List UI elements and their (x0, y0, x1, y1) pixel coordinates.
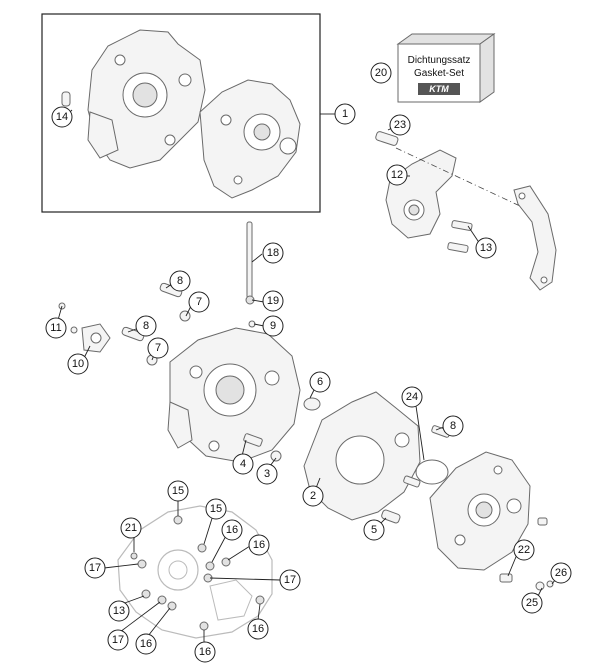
crankcase-gasket (303, 391, 421, 521)
callout-label: 1 (342, 108, 348, 120)
gasket-set-label-en: Gasket-Set (414, 68, 464, 79)
callout-20: 20 (370, 62, 392, 84)
callout-label: 18 (267, 247, 279, 259)
callout-7a: 7 (188, 291, 210, 313)
sensor-housing-group (375, 131, 557, 291)
gasket-set-box: Dichtungssatz Gasket-Set KTM (396, 33, 496, 103)
callout-4: 4 (232, 453, 254, 475)
callout-16e: 16 (247, 618, 269, 640)
callout-label: 17 (112, 634, 124, 646)
callout-1: 1 (334, 103, 356, 125)
callout-25: 25 (521, 592, 543, 614)
callout-label: 17 (284, 574, 296, 586)
callout-label: 16 (140, 638, 152, 650)
callout-label: 8 (450, 420, 456, 432)
callout-8c: 8 (442, 415, 464, 437)
callout-23: 23 (389, 114, 411, 136)
callout-label: 20 (375, 67, 387, 79)
ktm-logo: KTM (429, 84, 449, 94)
callout-3: 3 (256, 463, 278, 485)
callout-label: 8 (143, 320, 149, 332)
callout-18: 18 (262, 242, 284, 264)
callout-label: 12 (391, 169, 403, 181)
callout-7b: 7 (147, 337, 169, 359)
callout-label: 16 (252, 623, 264, 635)
callout-label: 10 (72, 358, 84, 370)
callout-label: 14 (56, 111, 68, 123)
callout-8b: 8 (135, 315, 157, 337)
callout-16d: 16 (194, 641, 216, 663)
callout-label: 21 (125, 522, 137, 534)
callout-label: 15 (210, 503, 222, 515)
callout-label: 22 (518, 544, 530, 556)
callout-label: 3 (264, 468, 270, 480)
callout-17a: 17 (84, 557, 106, 579)
callout-label: 2 (310, 490, 316, 502)
callout-17b: 17 (279, 569, 301, 591)
callout-14: 14 (51, 106, 73, 128)
callout-13a: 13 (475, 237, 497, 259)
callout-13b: 13 (108, 600, 130, 622)
callout-label: 6 (317, 376, 323, 388)
callout-16c: 16 (135, 633, 157, 655)
callout-label: 17 (89, 562, 101, 574)
callout-label: 7 (155, 342, 161, 354)
callout-label: 7 (196, 296, 202, 308)
callout-19: 19 (262, 290, 284, 312)
callout-label: 16 (253, 539, 265, 551)
callout-label: 16 (226, 524, 238, 536)
callout-8a: 8 (169, 270, 191, 292)
callout-24: 24 (401, 386, 423, 408)
callout-label: 13 (113, 605, 125, 617)
callout-16a: 16 (221, 519, 243, 541)
callout-label: 26 (555, 567, 567, 579)
callout-label: 4 (240, 458, 246, 470)
callout-label: 15 (172, 485, 184, 497)
callout-21: 21 (120, 517, 142, 539)
callout-9: 9 (262, 315, 284, 337)
callout-label: 24 (406, 391, 418, 403)
crankcase-assembly-box (41, 13, 321, 213)
callout-16b: 16 (248, 534, 270, 556)
callout-label: 9 (270, 320, 276, 332)
callout-15b: 15 (205, 498, 227, 520)
callout-10: 10 (67, 353, 89, 375)
callout-6: 6 (309, 371, 331, 393)
callout-label: 8 (177, 275, 183, 287)
left-crankcase-half (58, 221, 321, 463)
callout-17c: 17 (107, 629, 129, 651)
callout-label: 5 (371, 524, 377, 536)
callout-label: 19 (267, 295, 279, 307)
callout-label: 13 (480, 242, 492, 254)
callout-label: 11 (50, 322, 61, 334)
callout-label: 23 (394, 119, 406, 131)
callout-26: 26 (550, 562, 572, 584)
callout-22: 22 (513, 539, 535, 561)
gasket-set-label-de: Dichtungssatz (408, 55, 471, 66)
callout-label: 16 (199, 646, 211, 658)
callout-11: 11 (45, 317, 67, 339)
callout-5: 5 (363, 519, 385, 541)
callout-label: 25 (526, 597, 538, 609)
callout-12: 12 (386, 164, 408, 186)
callout-2: 2 (302, 485, 324, 507)
callout-15a: 15 (167, 480, 189, 502)
